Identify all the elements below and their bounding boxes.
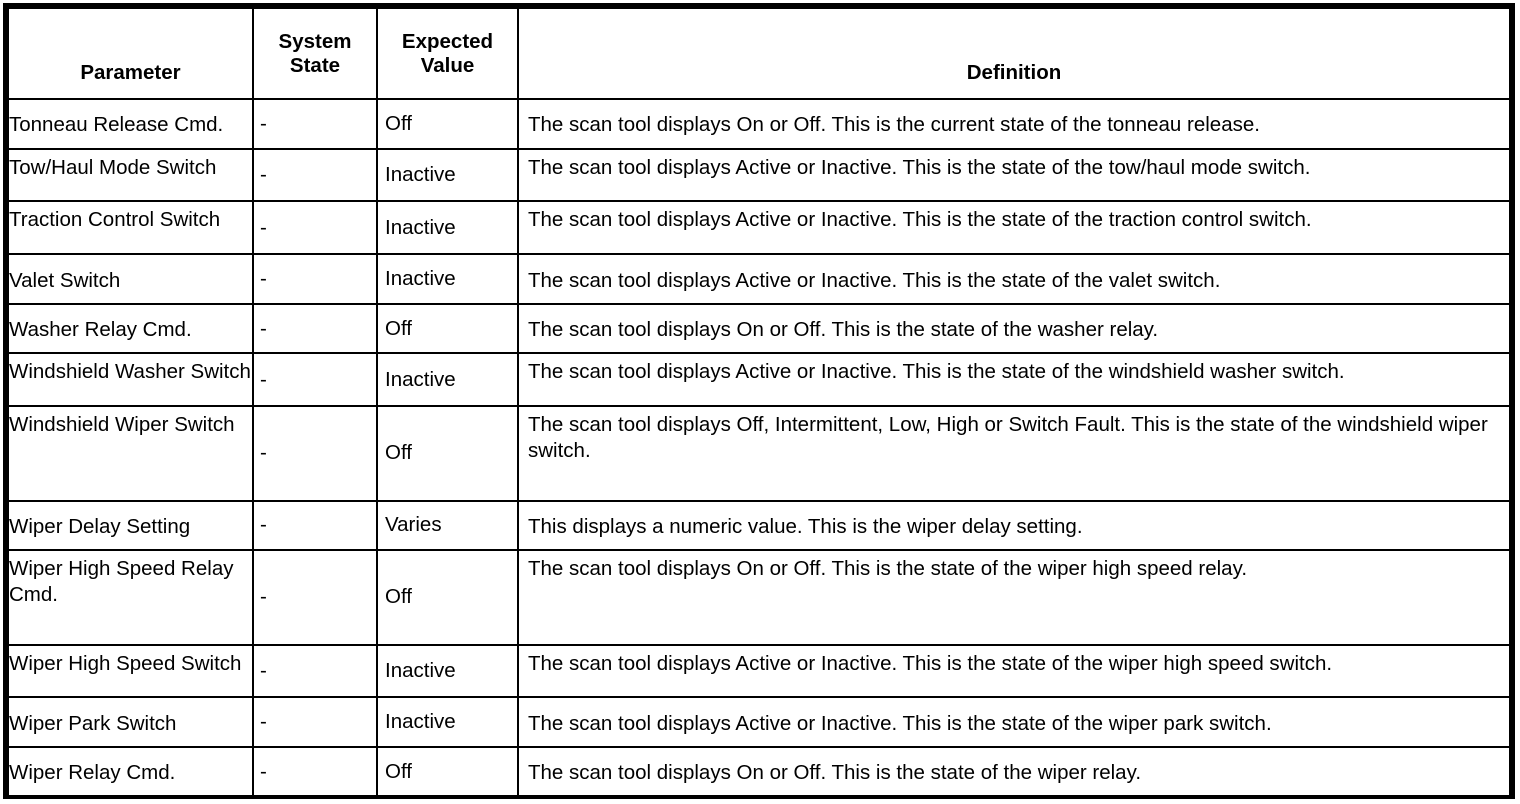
cell-parameter: Wiper Delay Setting [7,499,254,552]
cell-expected-value: Off [376,745,519,795]
cell-definition: The scan tool displays Active or Inactiv… [517,352,1511,408]
cell-parameter: Tonneau Release Cmd. [7,98,254,150]
cell-definition: The scan tool displays On or Off. This i… [517,745,1511,795]
cell-system-state: - [252,98,378,150]
cell-system-state: - [252,352,378,408]
cell-parameter: Wiper Park Switch [7,696,254,748]
cell-definition: The scan tool displays Active or Inactiv… [517,200,1511,256]
cell-expected-value: Off [376,302,519,355]
cell-definition: This displays a numeric value. This is t… [517,499,1511,552]
cell-expected-value: Inactive [376,352,519,408]
table-header: Parameter System State Expected Value De… [7,7,1511,100]
column-header-system-state-line1: System [278,29,352,53]
cell-definition: The scan tool displays Active or Inactiv… [517,696,1511,748]
cell-expected-value: Off [376,98,519,150]
cell-parameter: Valet Switch [7,253,254,305]
cell-definition: The scan tool displays Active or Inactiv… [517,147,1511,203]
cell-system-state: - [252,745,378,795]
column-header-expected-value: Expected Value [376,7,519,100]
cell-parameter: Wiper High Speed Relay Cmd. [7,549,254,646]
column-header-parameter: Parameter [7,7,254,100]
cell-definition: The scan tool displays On or Off. This i… [517,98,1511,150]
cell-expected-value: Off [376,549,519,646]
cell-system-state: - [252,696,378,748]
cell-system-state: - [252,643,378,699]
cell-system-state: - [252,302,378,355]
cell-expected-value: Inactive [376,643,519,699]
cell-expected-value: Varies [376,499,519,552]
column-header-expected-value-line2: Value [420,53,475,77]
cell-system-state: - [252,499,378,552]
cell-expected-value: Inactive [376,200,519,256]
cell-parameter: Windshield Washer Switch [7,352,254,408]
cell-definition: The scan tool displays Active or Inactiv… [517,253,1511,305]
cell-expected-value: Inactive [376,253,519,305]
scan-tool-parameter-table: Parameter System State Expected Value De… [7,7,1511,795]
cell-system-state: - [252,253,378,305]
cell-parameter: Washer Relay Cmd. [7,302,254,355]
cell-expected-value: Inactive [376,696,519,748]
cell-parameter: Wiper High Speed Switch [7,643,254,699]
cell-system-state: - [252,147,378,203]
cell-parameter: Traction Control Switch [7,200,254,256]
cell-definition: The scan tool displays On or Off. This i… [517,302,1511,355]
cell-expected-value: Inactive [376,147,519,203]
cell-definition: The scan tool displays Off, Intermittent… [517,405,1511,502]
column-header-expected-value-line1: Expected [401,29,494,53]
column-header-definition: Definition [517,7,1511,100]
header-row: Parameter System State Expected Value De… [7,7,1511,100]
cell-system-state: - [252,549,378,646]
cell-definition: The scan tool displays On or Off. This i… [517,549,1511,646]
cell-system-state: - [252,200,378,256]
cell-system-state: - [252,405,378,502]
cell-parameter: Windshield Wiper Switch [7,405,254,502]
cell-definition: The scan tool displays Active or Inactiv… [517,643,1511,699]
column-header-system-state-line2: State [289,53,341,77]
column-header-system-state: System State [252,7,378,100]
cell-parameter: Tow/Haul Mode Switch [7,147,254,203]
parameter-table-container: Parameter System State Expected Value De… [3,3,1515,799]
cell-expected-value: Off [376,405,519,502]
cell-parameter: Wiper Relay Cmd. [7,745,254,795]
